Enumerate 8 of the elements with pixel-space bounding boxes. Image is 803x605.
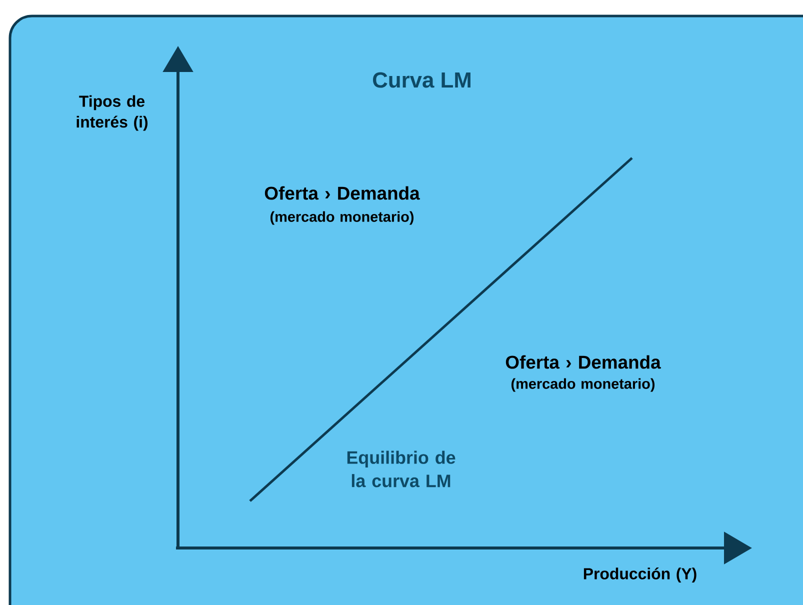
axis-label: Tipos de interés (i) [76,95,148,131]
region-label: Oferta › Demanda [506,355,661,369]
curve-label: Equilibrio de la curva LM [347,450,456,488]
axis-label: Producción (Y) [584,568,696,582]
region-note: (mercado monetario) [511,378,655,392]
region-note: (mercado monetario) [270,211,414,225]
region-label: Oferta › Demanda [264,186,420,200]
chart-title: Curva LM [372,72,470,88]
